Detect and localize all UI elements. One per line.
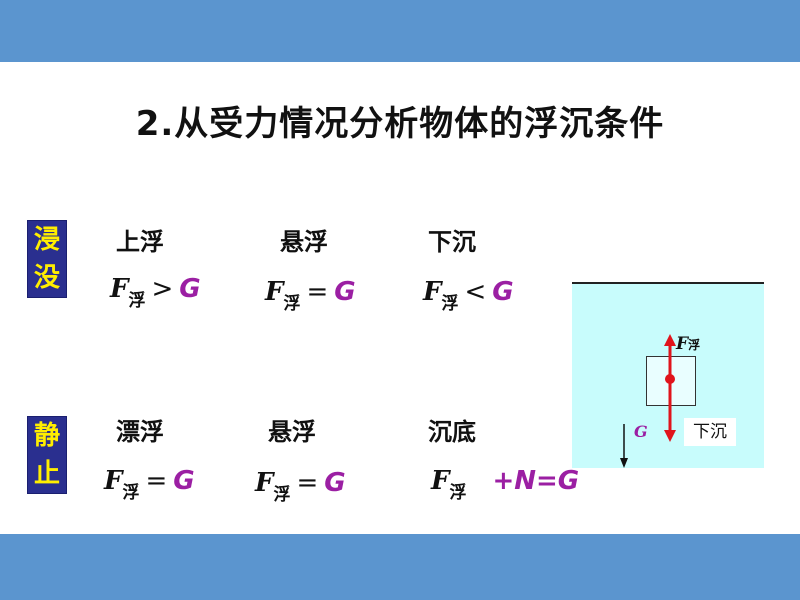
state-suspended-1: 悬浮 xyxy=(280,228,328,256)
immersed-char-2: 没 xyxy=(33,263,60,293)
gravity-symbol: G xyxy=(334,277,356,307)
formula-sinking: F浮<G xyxy=(423,277,514,314)
buoyancy-label: F浮 xyxy=(676,334,700,354)
immersed-char-1: 浸 xyxy=(33,225,60,255)
buoyancy-subscript: 浮 xyxy=(122,483,140,503)
buoyancy-symbol: F xyxy=(265,277,284,307)
formula-rising: F浮>G xyxy=(110,274,201,311)
force-diagram: F浮 G 下沉 xyxy=(572,282,764,468)
formula-floating: F浮=G xyxy=(104,466,195,503)
gravity-symbol: G xyxy=(179,274,201,304)
force-arrows xyxy=(620,334,676,468)
buoyancy-arrow-head xyxy=(664,334,676,346)
formula-suspended-1: F浮=G xyxy=(265,277,356,314)
immersed-label-box: 浸 没 xyxy=(27,220,67,298)
gravity-symbol: G xyxy=(173,466,195,496)
bottom-banner xyxy=(0,534,800,600)
gravity-label: G xyxy=(634,422,648,441)
state-rising: 上浮 xyxy=(116,228,164,256)
buoyancy-symbol: F xyxy=(423,277,442,307)
slide-title: 2.从受力情况分析物体的浮沉条件 xyxy=(135,104,665,144)
buoyancy-subscript: 浮 xyxy=(273,485,291,505)
still-label-box: 静 止 xyxy=(27,416,67,494)
operator: = xyxy=(145,466,168,496)
sink-label: 下沉 xyxy=(684,418,736,446)
buoyancy-symbol: F xyxy=(255,468,274,498)
buoyancy-symbol: F xyxy=(431,466,450,496)
operator: = xyxy=(306,277,329,307)
buoyancy-subscript: 浮 xyxy=(128,291,146,311)
formula-bottom: F浮 +N=G xyxy=(431,466,579,503)
top-banner xyxy=(0,0,800,62)
state-bottom: 沉底 xyxy=(428,418,476,446)
operator: = xyxy=(296,468,319,498)
buoyancy-subscript: 浮 xyxy=(449,483,467,503)
gravity-symbol: G xyxy=(492,277,514,307)
sink-direction-arrow-head xyxy=(620,458,628,468)
gravity-symbol: G xyxy=(324,468,346,498)
operator: < xyxy=(464,277,487,307)
buoyancy-label-subscript: 浮 xyxy=(688,338,701,352)
gravity-arrow-head xyxy=(664,430,676,442)
state-sinking: 下沉 xyxy=(428,228,476,256)
normal-force-equation: +N=G xyxy=(492,466,580,496)
formula-suspended-2: F浮=G xyxy=(255,468,346,505)
center-of-mass-dot xyxy=(665,374,675,384)
still-char-1: 静 xyxy=(33,421,60,451)
still-char-2: 止 xyxy=(33,459,60,489)
state-suspended-2: 悬浮 xyxy=(268,418,316,446)
state-floating: 漂浮 xyxy=(116,418,164,446)
buoyancy-label-symbol: F xyxy=(676,334,689,354)
operator: > xyxy=(151,274,174,304)
buoyancy-symbol: F xyxy=(104,466,123,496)
buoyancy-symbol: F xyxy=(110,274,129,304)
buoyancy-subscript: 浮 xyxy=(441,294,459,314)
buoyancy-subscript: 浮 xyxy=(283,294,301,314)
